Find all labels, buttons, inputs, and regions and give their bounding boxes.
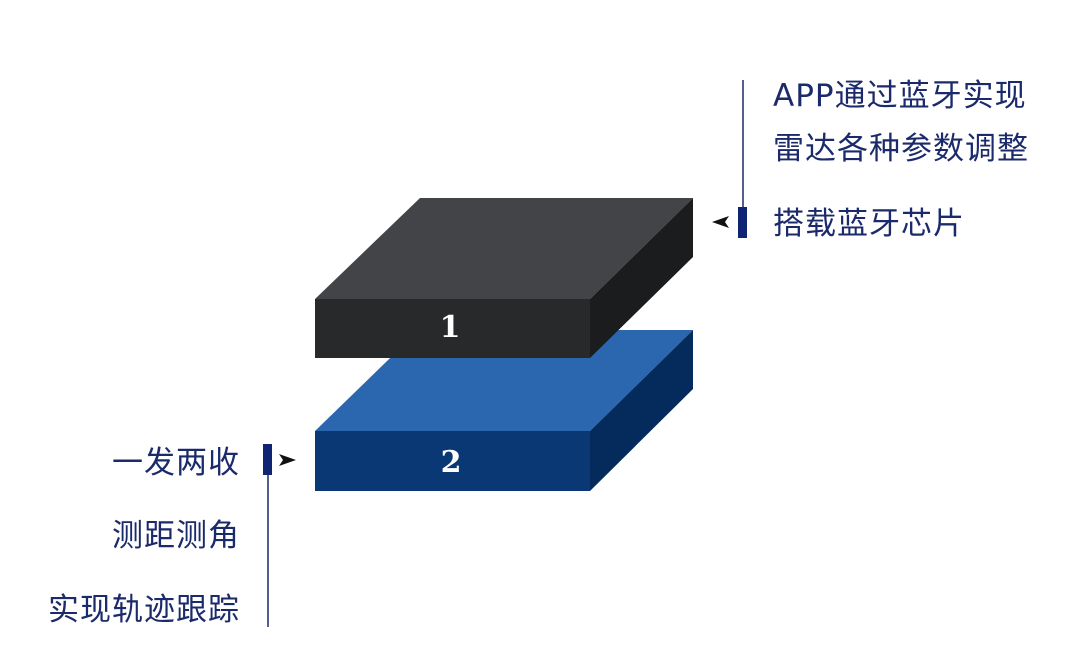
layer-2-front-face: [315, 431, 590, 491]
left-marker: [263, 444, 272, 475]
left-arrow-icon: [279, 454, 296, 466]
layer-1-label: 1: [439, 310, 461, 345]
left-annotation-line-2: 测距测角: [112, 518, 240, 554]
left-annotation-line-1: 一发两收: [112, 445, 240, 481]
layer-2-label: 2: [440, 445, 462, 480]
layer-1-front-face: [315, 299, 590, 358]
layer-1-slab: [315, 198, 693, 358]
right-annotation-line-3: 搭载蓝牙芯片: [773, 206, 965, 242]
right-annotation-line-2: 雷达各种参数调整: [773, 131, 1029, 167]
layer-1-top-face: [315, 198, 693, 299]
right-arrow-icon: [712, 216, 729, 228]
right-annotation-line-1: APP通过蓝牙实现: [773, 78, 1027, 114]
left-annotation-line-3: 实现轨迹跟踪: [48, 592, 240, 628]
layer-2-side-face: [590, 330, 693, 491]
layer-1-side-face: [590, 198, 693, 358]
right-marker: [738, 207, 747, 238]
